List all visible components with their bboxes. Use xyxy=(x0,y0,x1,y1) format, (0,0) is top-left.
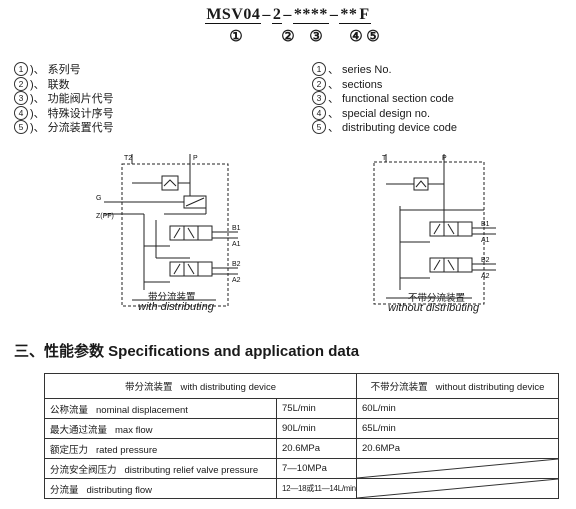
legend-en: 1、series No. 2、sections 3、functional sec… xyxy=(312,62,457,135)
valve-housing-outline xyxy=(373,161,485,305)
relief-valve xyxy=(413,177,429,191)
port-g-label: G xyxy=(96,195,101,202)
port-p-label: P xyxy=(442,155,447,162)
spool-block xyxy=(197,261,213,277)
position-2: ② xyxy=(281,29,295,45)
model-functional: **** xyxy=(292,6,329,24)
legend-cn-item: 4)、特殊设计序号 xyxy=(14,105,114,121)
not-applicable-cell xyxy=(356,458,559,479)
position-1: ① xyxy=(229,29,243,45)
legend-en-item: 4、special design no. xyxy=(312,105,457,121)
port-b1-label: B1 xyxy=(481,221,490,228)
value-with: 7—10MPa xyxy=(276,458,357,479)
not-applicable-cell xyxy=(356,478,559,499)
port-a1-label: A1 xyxy=(232,241,241,248)
spool-block xyxy=(457,221,473,237)
caption-with-en: with distributing xyxy=(138,301,214,313)
legend-en-item: 3、functional section code xyxy=(312,91,457,106)
position-3: ③ xyxy=(309,29,323,45)
port-z-label: Z(PF) xyxy=(96,213,114,220)
hydraulic-diagram-with-distributing: T2 P G Z(PF) B1 A1 B2 A2 xyxy=(96,154,241,307)
port-b2-label: B2 xyxy=(232,261,241,268)
hydraulic-diagram-without-distributing: T P B1 A1 B2 A2 xyxy=(373,154,496,305)
caption-without-cn: 不带分流装置 xyxy=(408,293,466,304)
spool-block xyxy=(197,225,213,241)
position-5: ⑤ xyxy=(366,29,380,45)
model-dash: – xyxy=(329,6,339,23)
legend-en-item: 1、series No. xyxy=(312,62,457,77)
diagonal-strike xyxy=(357,459,558,478)
value-without: 60L/min xyxy=(356,398,559,419)
caption-with-cn: 带分流装置 xyxy=(148,292,196,303)
port-p-label: P xyxy=(193,155,198,162)
legend-cn-item: 5)、分流装置代号 xyxy=(14,120,114,135)
model-distributing: F xyxy=(358,6,371,24)
value-without: 20.6MPa xyxy=(356,438,559,459)
legend-cn-item: 3)、功能阀片代号 xyxy=(14,91,114,106)
relief-valve xyxy=(161,175,179,191)
model-dash: – xyxy=(262,6,271,23)
port-a2-label: A2 xyxy=(481,273,490,280)
caption-without-en: without distributing xyxy=(388,302,480,314)
legend-en-item: 2、sections xyxy=(312,76,457,92)
port-b1-label: B1 xyxy=(232,225,241,232)
port-a1-label: A1 xyxy=(481,237,490,244)
model-dash: – xyxy=(283,6,292,23)
spool-block xyxy=(457,257,473,273)
value-with: 12—18或11—14L/min xyxy=(276,478,357,499)
value-with: 20.6MPa xyxy=(276,438,357,459)
legend-cn-item: 2)、联数 xyxy=(14,76,114,92)
position-4: ④ xyxy=(349,29,363,45)
model-code: MSV04–2–****–**F xyxy=(0,6,576,24)
port-t-label: T xyxy=(382,155,387,162)
valve-housing-outline xyxy=(121,163,229,307)
model-sections: 2 xyxy=(271,6,283,24)
port-t2-label: T2 xyxy=(124,155,132,162)
model-special: ** xyxy=(339,6,359,24)
value-with: 90L/min xyxy=(276,418,357,439)
section-title: 三、性能参数 Specifications and application da… xyxy=(14,343,360,360)
port-b2-label: B2 xyxy=(481,257,490,264)
value-with: 75L/min xyxy=(276,398,357,419)
value-without: 65L/min xyxy=(356,418,559,439)
legend-cn: 1)、系列号 2)、联数 3)、功能阀片代号 4)、特殊设计序号 5)、分流装置… xyxy=(14,62,114,135)
port-a2-label: A2 xyxy=(232,277,241,284)
diagonal-strike xyxy=(357,479,558,498)
legend-en-item: 5、distributing device code xyxy=(312,120,457,135)
model-series: MSV04 xyxy=(205,6,262,24)
legend-cn-item: 1)、系列号 xyxy=(14,62,114,77)
